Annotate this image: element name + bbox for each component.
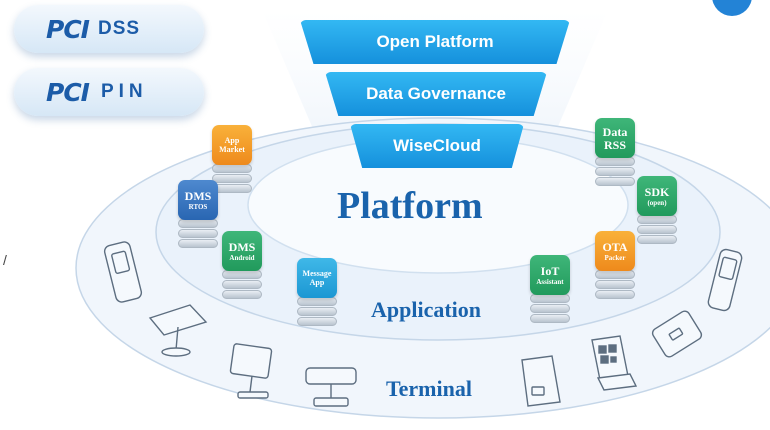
node-title: Data xyxy=(602,124,628,139)
node-subtitle: RTOS xyxy=(188,202,208,211)
node-title: OTA xyxy=(602,239,628,254)
smart-pos-stand-icon xyxy=(229,343,273,399)
dss-label: DSS xyxy=(97,18,141,39)
open-platform-layer: Open Platform xyxy=(300,20,570,64)
desktop-pos-icon xyxy=(148,304,208,357)
edge-mark: / xyxy=(3,252,7,268)
data-governance-layer: Data Governance xyxy=(325,72,547,116)
platform-label: Platform xyxy=(337,185,483,227)
node-subtitle: Android xyxy=(229,253,255,262)
qr-scanner-icon xyxy=(591,335,638,391)
node-subtitle: Market xyxy=(219,144,245,154)
pci-logo: PCI xyxy=(46,14,90,44)
kiosk-icon xyxy=(521,355,561,407)
handheld-scanner-icon xyxy=(707,248,743,312)
node-subtitle: (open) xyxy=(647,198,667,207)
node-title: App xyxy=(224,135,240,145)
node-title: Message xyxy=(302,268,332,278)
node-subtitle: App xyxy=(309,277,325,287)
handheld-pos-icon xyxy=(103,241,143,303)
pin-label: PIN xyxy=(100,81,148,102)
node-title: DMS xyxy=(184,188,212,203)
node-title: DMS xyxy=(228,239,256,254)
terminal-label: Terminal xyxy=(386,376,472,401)
pci-logo: PCI xyxy=(46,77,90,107)
node-title: SDK xyxy=(644,184,670,199)
node-subtitle: Packer xyxy=(604,253,626,262)
pci-pin-badge: PCI PIN xyxy=(14,68,204,116)
countertop-pos-icon xyxy=(305,367,357,407)
pci-dss-badge: PCI DSS xyxy=(14,5,204,53)
application-label: Application xyxy=(371,297,482,322)
wisecloud-layer: WiseCloud xyxy=(350,124,524,168)
node-title: IoT xyxy=(540,263,560,278)
node-subtitle: Assistant xyxy=(536,277,564,286)
node-subtitle: RSS xyxy=(603,137,626,152)
corner-decoration xyxy=(712,0,752,16)
tablet-pos-icon xyxy=(651,310,703,358)
sdk-open-node: SDK(open) xyxy=(637,176,677,244)
